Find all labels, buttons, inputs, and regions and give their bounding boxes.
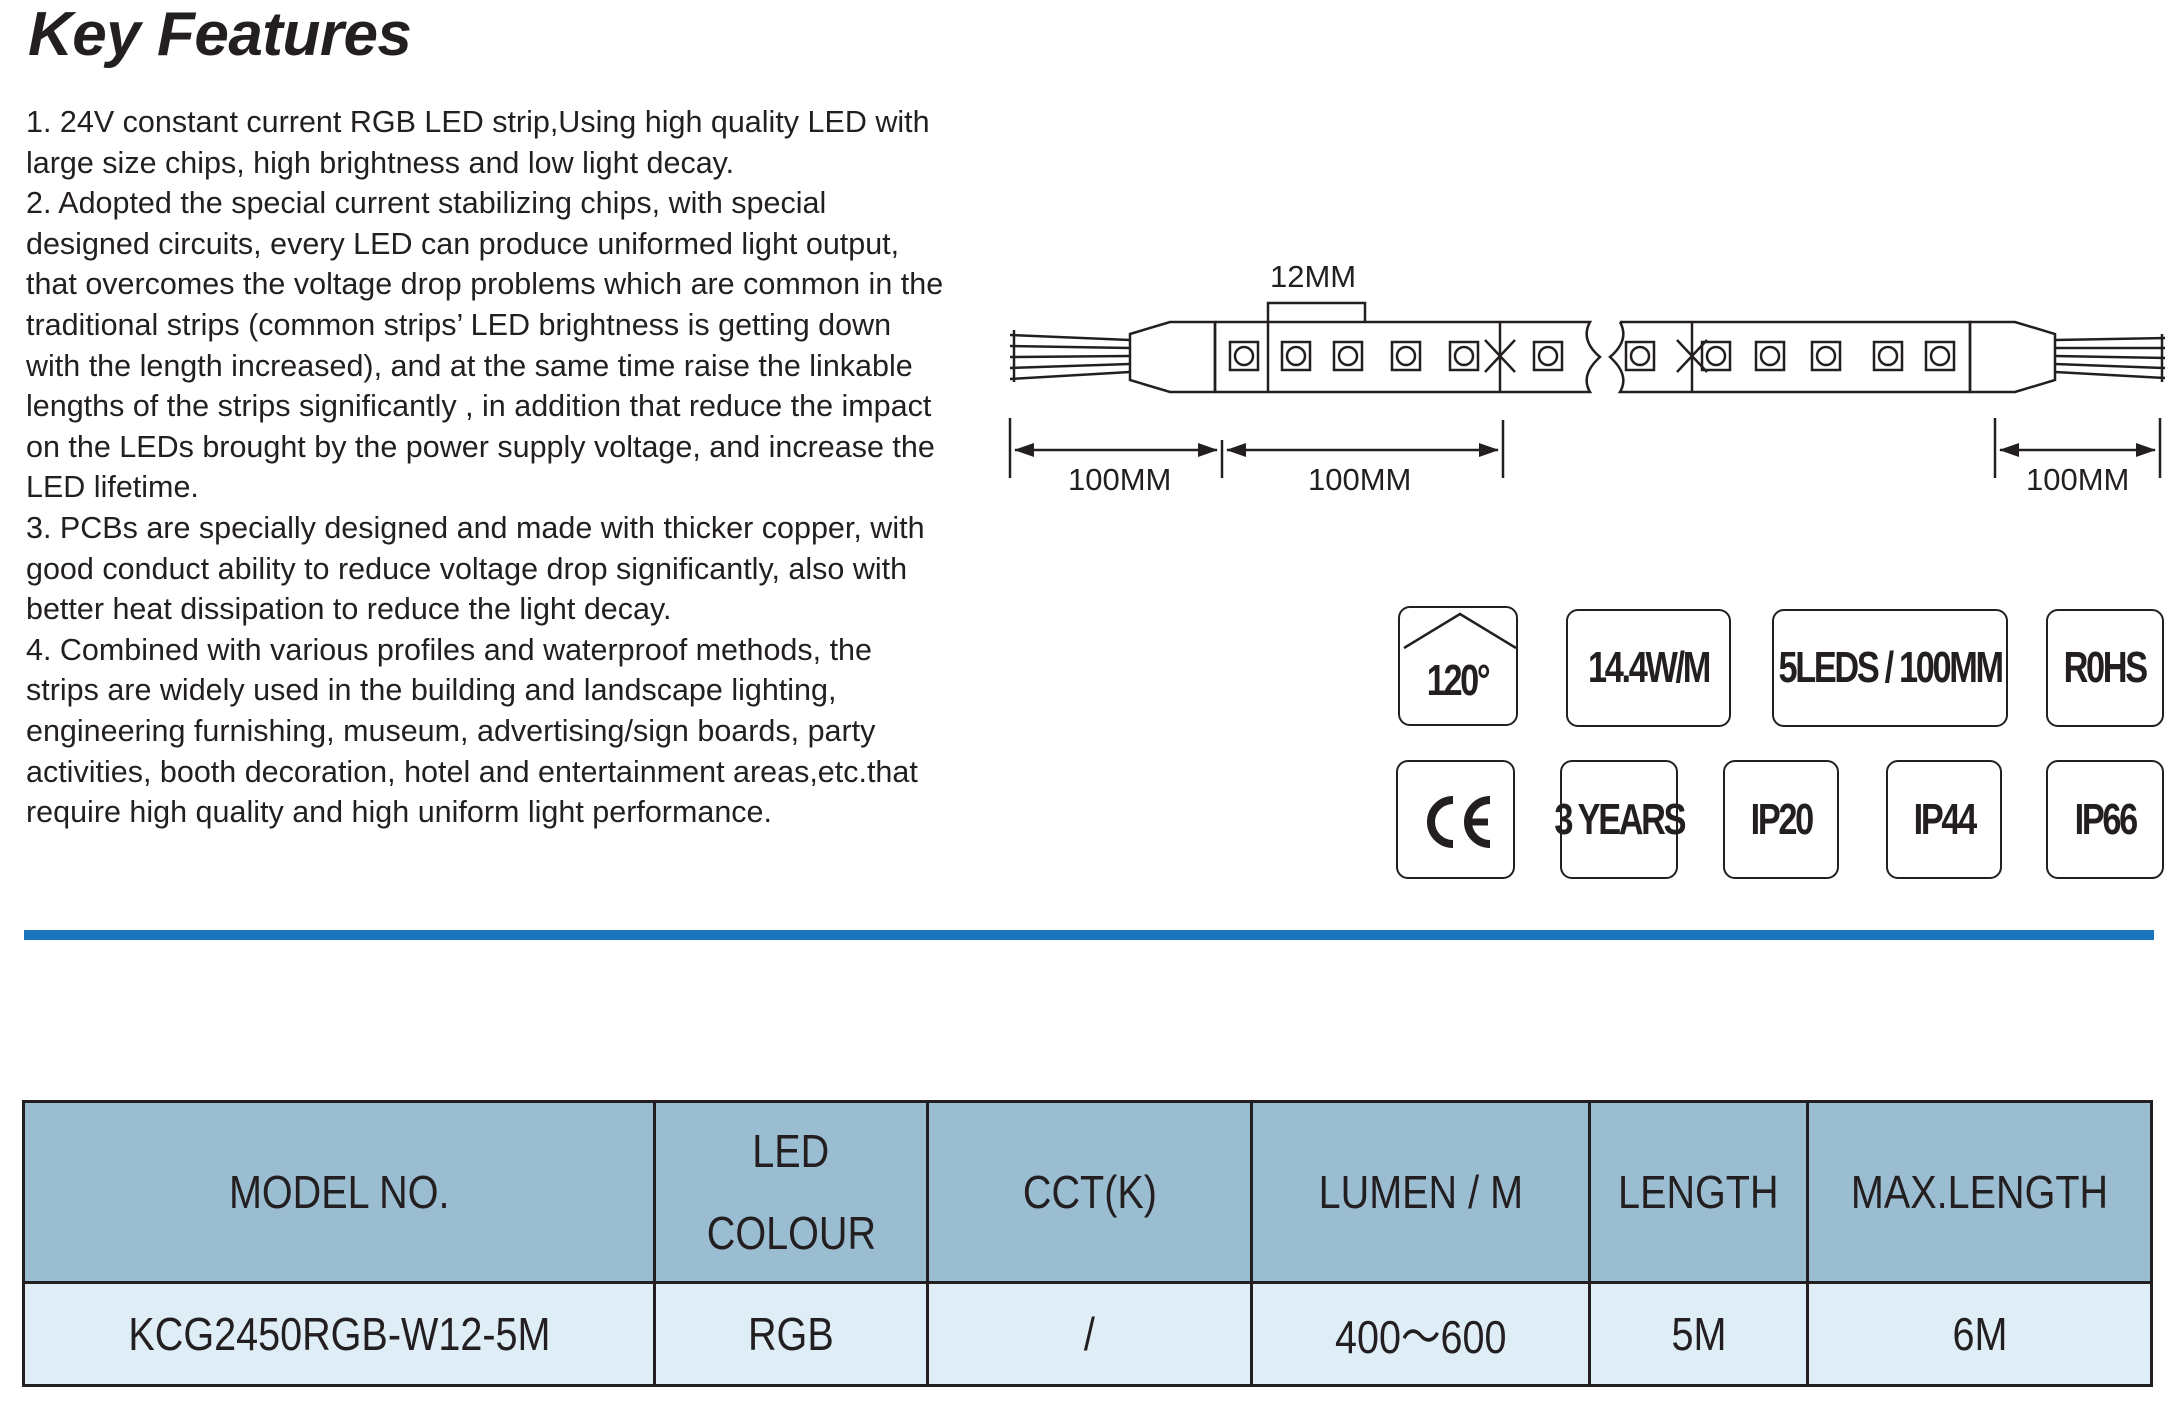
- beam-angle-badge: 120°: [1398, 606, 1518, 726]
- cell-colour: RGB: [653, 1281, 929, 1387]
- ce-badge: [1396, 760, 1515, 879]
- strip-width-label: 12MM: [1270, 259, 1356, 294]
- page-title: Key Features: [28, 0, 412, 69]
- cell-max-length: 6M: [1806, 1281, 2153, 1387]
- warranty-value: 3 YEARS: [1554, 794, 1686, 844]
- rohs-badge: R0HS: [2046, 609, 2164, 727]
- feature-item-3: 3. PCBs are specially designed and made …: [26, 510, 925, 627]
- feature-list: 1. 24V constant current RGB LED strip,Us…: [26, 102, 946, 833]
- ip44-badge: IP44: [1886, 760, 2002, 879]
- feature-item-4: 4. Combined with various profiles and wa…: [26, 632, 918, 830]
- power-value: 14.4W/M: [1588, 643, 1711, 692]
- header-length: LENGTH: [1588, 1100, 1809, 1284]
- ce-mark-icon: [1427, 796, 1491, 848]
- beam-angle-value: 120°: [1427, 656, 1491, 705]
- ip66-value: IP66: [2074, 794, 2138, 844]
- cell-model: KCG2450RGB-W12-5M: [22, 1281, 656, 1387]
- ip44-value: IP44: [1913, 794, 1977, 844]
- ip66-badge: IP66: [2046, 760, 2164, 879]
- led-strip-diagram: 12MM 100MM 100MM 100MM: [1008, 259, 2166, 497]
- feature-item-2: 2. Adopted the special current stabilizi…: [26, 186, 944, 505]
- header-cct: CCT(K): [926, 1100, 1253, 1284]
- ip20-value: IP20: [1750, 794, 1814, 844]
- header-lumen: LUMEN / M: [1250, 1100, 1591, 1284]
- feature-item-1: 1. 24V constant current RGB LED strip,Us…: [26, 105, 930, 180]
- power-badge: 14.4W/M: [1566, 609, 1731, 727]
- dim-left-label: 100MM: [1068, 462, 1171, 497]
- cell-cct: /: [926, 1281, 1253, 1387]
- dim-mid-label: 100MM: [1308, 462, 1411, 497]
- dim-right-label: 100MM: [2026, 462, 2129, 497]
- section-divider: [24, 930, 2154, 940]
- beam-angle-icon: [1403, 612, 1517, 650]
- table-row: KCG2450RGB-W12-5M RGB / 400～600 5M 6M: [22, 1281, 2153, 1387]
- rohs-value: R0HS: [2063, 643, 2149, 692]
- header-max-length: MAX.LENGTH: [1806, 1100, 2153, 1284]
- led-density-value: 5LEDS / 100MM: [1778, 643, 2004, 692]
- led-density-badge: 5LEDS / 100MM: [1772, 609, 2008, 727]
- cell-length: 5M: [1588, 1281, 1809, 1387]
- ip20-badge: IP20: [1723, 760, 1839, 879]
- cell-lumen: 400～600: [1250, 1281, 1591, 1387]
- warranty-badge: 3 YEARS: [1554, 760, 1686, 879]
- header-model: MODEL NO.: [22, 1100, 656, 1284]
